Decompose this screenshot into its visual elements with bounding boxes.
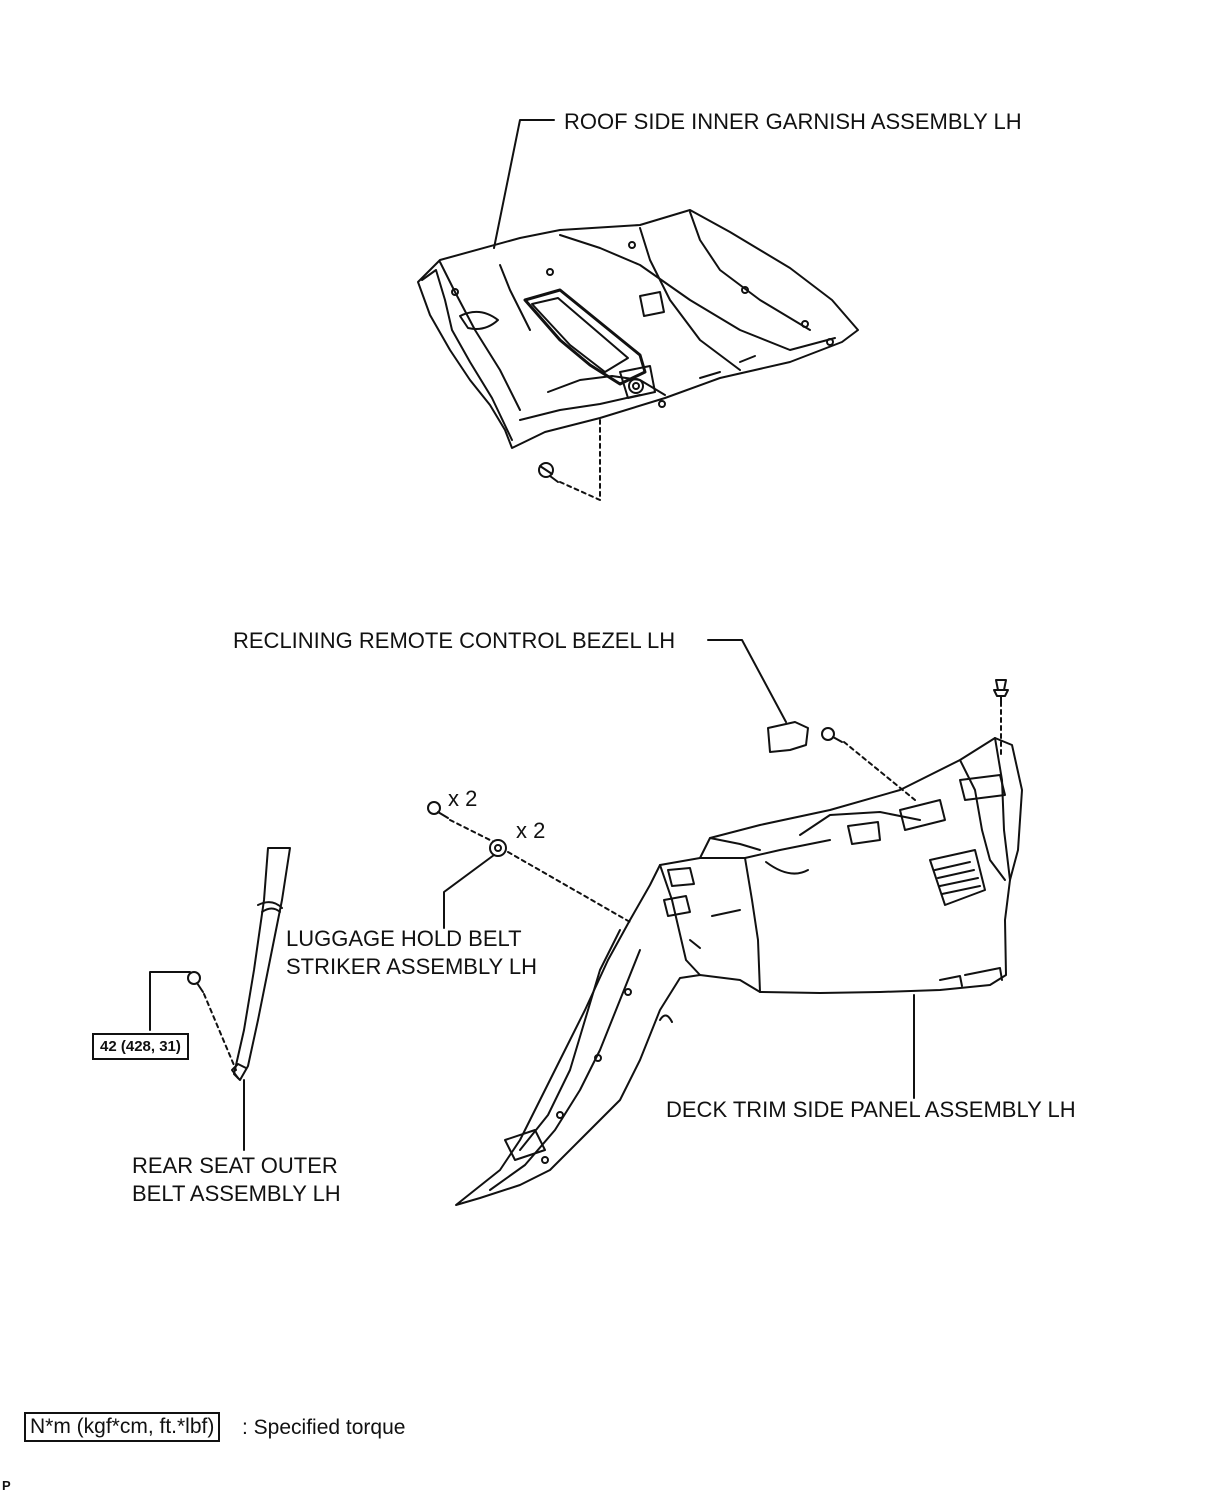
roof-garnish-part <box>417 209 859 449</box>
clip-qty: x 2 <box>448 786 478 811</box>
legend-units-box: N*m (kgf*cm, ft.*lbf) <box>24 1412 221 1442</box>
deck-panel-part <box>455 737 1023 1206</box>
roof-garnish-label: ROOF SIDE INNER GARNISH ASSEMBLY LH <box>564 109 1022 134</box>
striker-label-1: LUGGAGE HOLD BELT <box>286 926 522 951</box>
clip-x2-guide <box>449 819 495 843</box>
deck-panel-label: DECK TRIM SIDE PANEL ASSEMBLY LH <box>666 1097 1076 1122</box>
legend-description: : Specified torque <box>242 1416 406 1439</box>
striker-leader <box>443 854 495 929</box>
deck-screw <box>821 727 843 743</box>
striker-nut <box>489 839 507 857</box>
garnish-screw-guide <box>559 419 601 501</box>
footer-code: P <box>2 1478 11 1493</box>
torque-leader <box>149 971 191 1031</box>
seat-belt-label-2: BELT ASSEMBLY LH <box>132 1181 341 1206</box>
torque-bolt-guide <box>203 993 237 1071</box>
striker-qty: x 2 <box>516 818 546 843</box>
deck-clip <box>993 679 1009 703</box>
striker-guide <box>507 851 631 923</box>
clip-x2 <box>427 801 449 819</box>
deck-screw-guide <box>843 741 916 801</box>
striker-label-2: STRIKER ASSEMBLY LH <box>286 954 538 979</box>
torque-spec-box: 42 (428, 31) <box>92 1033 189 1060</box>
bezel-label: RECLINING REMOTE CONTROL BEZEL LH <box>233 628 676 653</box>
seat-belt-part <box>231 847 291 1081</box>
torque-bolt <box>187 971 204 993</box>
bezel-part <box>767 721 809 753</box>
seat-belt-label-1: REAR SEAT OUTER <box>132 1153 338 1178</box>
garnish-screw <box>538 462 559 483</box>
bezel-leader <box>707 639 787 723</box>
roof-garnish-leader <box>493 119 555 249</box>
